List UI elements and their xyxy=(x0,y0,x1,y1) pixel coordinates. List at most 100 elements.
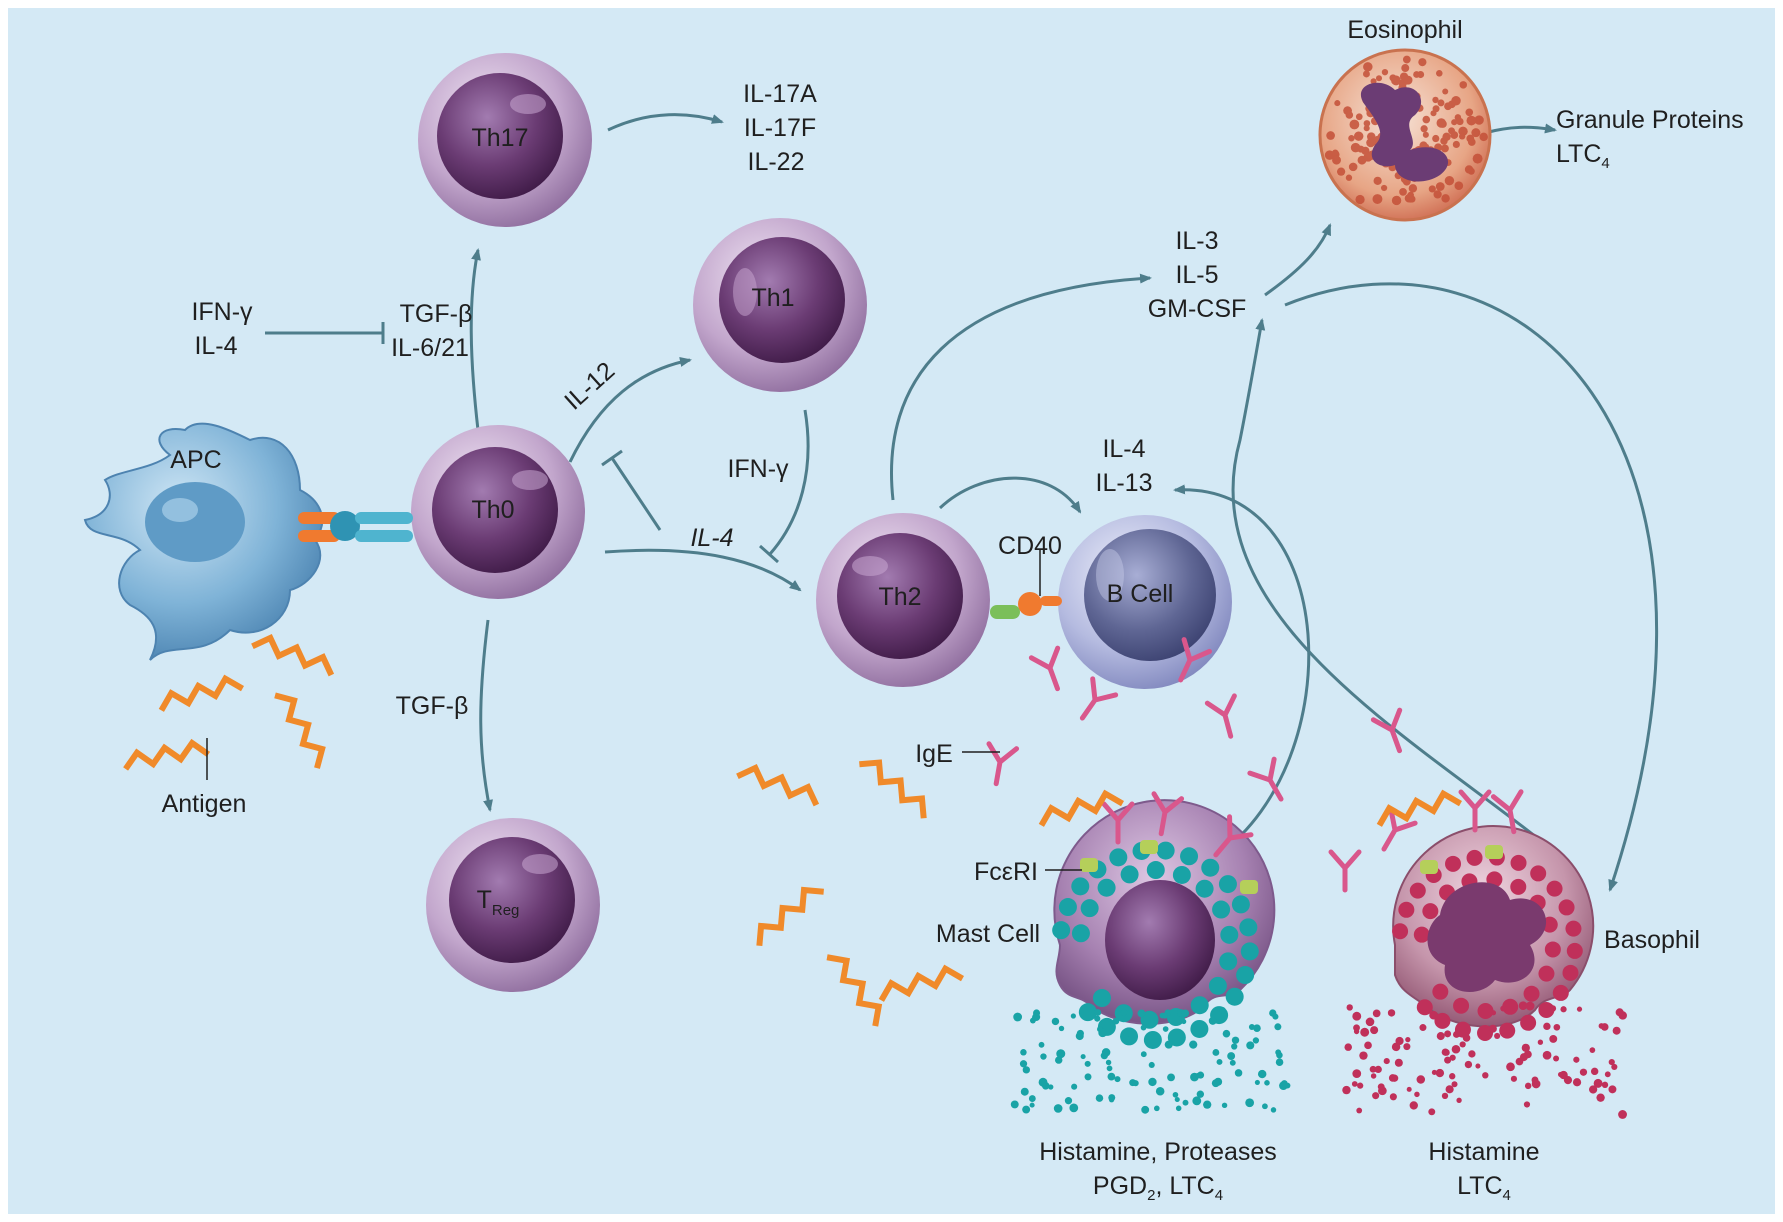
mast-granule xyxy=(1078,1003,1097,1022)
basophil-mediator-dot xyxy=(1482,1072,1489,1079)
mast-mediator-dot xyxy=(1084,1073,1092,1081)
mast-granule xyxy=(1172,865,1191,884)
mast-mediator-dot xyxy=(1216,1058,1223,1065)
arrow-th2-to-bcell xyxy=(938,476,1082,514)
bcell-label: B Cell xyxy=(1107,580,1174,608)
basophil-mediator-dot xyxy=(1600,1023,1609,1031)
mast-mediator-dot xyxy=(1038,1077,1048,1087)
basophil-granule xyxy=(1544,941,1561,958)
mast-mediator-dot xyxy=(1069,1103,1079,1113)
eosinophil-granule xyxy=(1366,138,1376,148)
mast-mediator-dot xyxy=(1094,1009,1102,1016)
basophil-mediators xyxy=(1342,1001,1627,1119)
mast-granule xyxy=(1220,925,1239,944)
eosinophil-granule xyxy=(1408,184,1418,193)
arrow-th2-to-il3 xyxy=(890,273,1152,501)
basophil-mediator-dot xyxy=(1468,1050,1476,1058)
basophil-mediator-dot xyxy=(1604,1071,1611,1078)
mast-mediator-dot xyxy=(1137,1009,1146,1018)
th17-tgfb-label: TGF-β xyxy=(400,300,473,328)
mast-mediator-dot xyxy=(1022,1066,1031,1074)
mast-granule xyxy=(1195,879,1214,898)
basophil-granule xyxy=(1499,1022,1516,1039)
basophil-granule xyxy=(1538,965,1555,982)
mast-mediator-dot xyxy=(1274,1023,1282,1031)
mast-granule xyxy=(1071,924,1090,943)
mast-mediator-dot xyxy=(1219,1006,1226,1014)
mast-mediator-dot xyxy=(1141,1105,1150,1114)
basophil-mediator-dot xyxy=(1596,1093,1605,1102)
treg-label: TReg xyxy=(477,886,520,919)
basophil-mediator-dot xyxy=(1589,1047,1596,1053)
basophil-mediator-dot xyxy=(1589,1085,1598,1094)
mast-mediator-dot xyxy=(1221,1102,1228,1109)
eosinophil-cell xyxy=(1318,48,1492,222)
eosinophil-granule xyxy=(1332,155,1341,165)
basophil-mediator-dot xyxy=(1370,1073,1377,1079)
basophil-granule xyxy=(1434,1012,1451,1029)
eosinophil-granule xyxy=(1348,134,1355,142)
basophil-mediator-dot xyxy=(1615,1008,1624,1017)
basophil-mediator-dot xyxy=(1445,1085,1454,1094)
il3-label: IL-3 xyxy=(1175,227,1218,255)
cd40-label: CD40 xyxy=(998,532,1062,560)
basophil-mediator-dot xyxy=(1455,1003,1461,1009)
mast-mediator-dot xyxy=(1029,1102,1035,1108)
basophil-mediator-dot xyxy=(1459,1041,1466,1048)
th2-cell xyxy=(816,513,990,687)
mast-granule xyxy=(1146,861,1165,880)
mast-mediator-dot xyxy=(1182,1099,1189,1106)
mast-mediator-dot xyxy=(1192,1096,1202,1106)
eosinophil-granule xyxy=(1441,144,1449,153)
mast-granule xyxy=(1143,1030,1162,1049)
eosinophil-granule xyxy=(1433,190,1442,199)
eosinophil-granule xyxy=(1420,125,1428,133)
eosinophil-granule xyxy=(1466,115,1477,126)
mast-mediator-dot xyxy=(1028,1095,1036,1102)
basophil-granule xyxy=(1558,899,1575,916)
mast-mediator-dot xyxy=(1058,1025,1065,1032)
il5-label: IL-5 xyxy=(1175,261,1218,289)
basophil-mediator-dot xyxy=(1436,1032,1445,1041)
mast-mediator-dot xyxy=(1105,1059,1112,1066)
eosinophil-granule xyxy=(1459,81,1468,89)
il17f-label: IL-17F xyxy=(744,114,816,142)
mast-granule xyxy=(1097,878,1116,897)
eosinophil-granule xyxy=(1363,125,1370,132)
eosinophil-granule xyxy=(1442,88,1449,95)
mast-mediator-dot xyxy=(1040,1053,1047,1060)
arrow-baso-to-il3 xyxy=(1231,318,1566,862)
mast-mediator-dot xyxy=(1253,1024,1261,1033)
mast-cell xyxy=(1052,799,1276,1049)
basophil-mediator-dot xyxy=(1383,1058,1390,1065)
mast-mediator-dot xyxy=(1167,1073,1175,1082)
basophil-mediator-dot xyxy=(1549,1034,1558,1043)
inhibit-ifng-label: IFN-γ xyxy=(191,298,253,326)
eosinophil-granule xyxy=(1324,150,1335,160)
basophil-mediator-dot xyxy=(1518,1001,1528,1010)
basophil-mediator-dot xyxy=(1553,1055,1560,1062)
ige-label: IgE xyxy=(915,740,953,768)
basophil-mediator-dot xyxy=(1419,1024,1427,1032)
mast-mediator-dot xyxy=(1013,1012,1023,1022)
eosinophil-granule xyxy=(1473,116,1481,124)
basophil-mediator-dot xyxy=(1357,1082,1364,1089)
eosinophil-granule xyxy=(1451,96,1461,106)
eosinophil-granule xyxy=(1345,174,1353,181)
basophil-mediator-dot xyxy=(1553,1023,1561,1031)
b-cell xyxy=(1058,515,1232,689)
eosinophil-granule xyxy=(1451,119,1458,126)
bcell-il13-label: IL-13 xyxy=(1096,469,1153,497)
basophil-granule xyxy=(1466,849,1483,866)
basophil-mediator-dot xyxy=(1364,1041,1372,1050)
basophil-mediator-dot xyxy=(1608,1085,1617,1094)
basophil-mediator-dot xyxy=(1431,1069,1437,1075)
mast-mediator-dot xyxy=(1281,1080,1288,1087)
mast-cell-mediators xyxy=(1010,1006,1291,1114)
mast-mediator-dot xyxy=(1054,1056,1063,1064)
eosinophil-granule xyxy=(1458,133,1466,140)
mast-mediator-dot xyxy=(1084,1060,1091,1067)
il22-label: IL-22 xyxy=(748,148,805,176)
ige-antibody xyxy=(986,741,1020,787)
antigens xyxy=(123,633,1463,1027)
